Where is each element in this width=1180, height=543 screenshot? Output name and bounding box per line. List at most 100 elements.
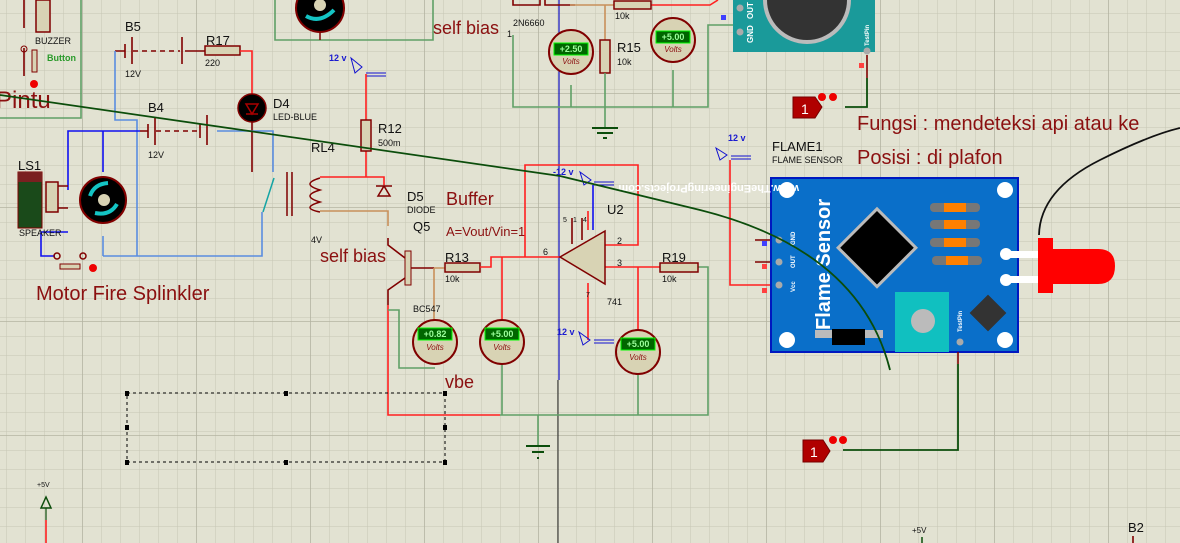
power-terminal[interactable]: [578, 330, 614, 346]
selection-box[interactable]: [125, 391, 447, 465]
wire: [274, 0, 434, 41]
wire: [0, 0, 82, 119]
b2-label: B2: [1128, 520, 1144, 535]
motor-sprinkler[interactable]: [79, 176, 127, 224]
buffer-label: Buffer: [446, 189, 494, 209]
pin-5: 5: [563, 217, 567, 224]
sonar-testpin: TestPin: [865, 24, 871, 46]
r19-value: 10k: [662, 274, 677, 284]
wire: [570, 4, 615, 40]
voltmeter-unit: Volts: [426, 343, 444, 352]
flame-type: FLAME SENSOR: [772, 155, 843, 165]
push-switch[interactable]: [53, 252, 97, 272]
voltmeter-reading: +0.82: [424, 329, 447, 339]
terminal-12v-label: 12 v: [329, 53, 347, 63]
pin-marker: [762, 241, 767, 246]
voltmeter-reading: +5.00: [627, 339, 650, 349]
voltmeter[interactable]: +5.00 Volts: [615, 329, 661, 375]
wire: [0, 94, 891, 371]
function-note: Fungsi : mendeteksi api atau ke: [857, 113, 1139, 135]
flame-led[interactable]: [1000, 238, 1115, 293]
resistor-r13[interactable]: [444, 262, 481, 273]
flame-sensor-board[interactable]: www.TheEngineeringProjects.com Flame Sen…: [618, 177, 1019, 353]
r17-label: R17: [206, 33, 230, 48]
speaker-label: SPEAKER: [19, 228, 62, 238]
pin-7: 7: [586, 292, 590, 299]
u2-label: U2: [607, 202, 624, 217]
ground-symbol: [592, 127, 618, 139]
relay-rl4[interactable]: [262, 172, 323, 216]
resistor-r19[interactable]: [659, 262, 699, 273]
voltmeter-reading: +5.00: [491, 329, 514, 339]
motor-top[interactable]: [295, 0, 345, 40]
wire: [320, 74, 385, 185]
resistor-r17[interactable]: [204, 45, 241, 56]
pin-1: 1: [573, 217, 577, 224]
wire: [433, 267, 445, 322]
voltmeter[interactable]: +2.50 Volts: [548, 29, 594, 75]
speaker-ls1[interactable]: [17, 171, 68, 229]
pin-marker: [762, 264, 767, 269]
logic-probe[interactable]: 1: [792, 93, 837, 119]
pin-3: 3: [617, 258, 622, 268]
wire: [1038, 127, 1180, 236]
voltmeter[interactable]: +5.00 Volts: [650, 17, 696, 63]
power-terminal[interactable]: [715, 146, 751, 161]
resistor-top[interactable]: [613, 0, 652, 10]
wire: [512, 0, 575, 6]
board-url: www.TheEngineeringProjects.com: [618, 182, 800, 194]
opamp-pins: [571, 218, 583, 244]
b5-label: B5: [125, 19, 141, 34]
u2-type: 741: [607, 297, 622, 307]
power-terminal[interactable]: [350, 56, 386, 77]
buzzer[interactable]: [20, 0, 51, 88]
ls1-label: LS1: [18, 158, 41, 173]
wire: [845, 78, 868, 108]
rl4-label: RL4: [311, 140, 335, 155]
wire: [40, 130, 140, 257]
resistor-r12[interactable]: [360, 119, 372, 152]
transistor-q5[interactable]: [387, 238, 434, 305]
diode-d5[interactable]: [376, 184, 392, 197]
terminal-12v-label: 12 v: [728, 133, 746, 143]
voltmeter-reading: +2.50: [560, 44, 583, 54]
self-bias-label: self bias: [433, 18, 499, 38]
voltmeter[interactable]: +5.00 Volts: [479, 319, 525, 365]
logic-probe[interactable]: 1: [802, 436, 847, 463]
pin-marker: [859, 63, 864, 68]
voltmeter-unit: Volts: [629, 353, 647, 362]
b4-value: 12V: [148, 150, 164, 160]
r12-value: 500m: [378, 138, 401, 148]
voltmeter-unit: Volts: [493, 343, 511, 352]
rl4-value: 4V: [311, 235, 322, 245]
voltmeter-unit: Volts: [664, 45, 682, 54]
sonar-module[interactable]: OUT GND TestPin: [733, 0, 875, 55]
wire: [320, 210, 389, 226]
resistor-r15[interactable]: [599, 39, 611, 74]
battery-b5[interactable]: [115, 37, 205, 64]
voltmeter[interactable]: +0.82 Volts: [412, 319, 458, 365]
b5-value: 12V: [125, 69, 141, 79]
ground-symbol: [526, 445, 550, 459]
wire: [512, 24, 733, 128]
r13-value: 10k: [445, 274, 460, 284]
wire: [755, 239, 770, 263]
r15-label: R15: [617, 40, 641, 55]
probe-value: 1: [801, 101, 809, 117]
r12-label: R12: [378, 121, 402, 136]
board-title: Flame Sensor: [813, 199, 835, 330]
sonar-pin-gnd: GND: [746, 25, 755, 43]
opamp-u2[interactable]: [558, 229, 606, 286]
wire: [843, 364, 959, 451]
pin-gnd: GND: [791, 231, 797, 245]
self-bias-label: self bias: [320, 246, 386, 266]
wire: [388, 266, 709, 445]
b4-label: B4: [148, 100, 164, 115]
position-note: Posisi : di plafon: [857, 147, 1003, 169]
battery-b4[interactable]: [140, 115, 208, 145]
r17-value: 220: [205, 58, 220, 68]
pin-marker: [762, 288, 767, 293]
motor-title: Motor Fire Splinkler: [36, 283, 210, 305]
pin-6: 6: [543, 247, 548, 257]
